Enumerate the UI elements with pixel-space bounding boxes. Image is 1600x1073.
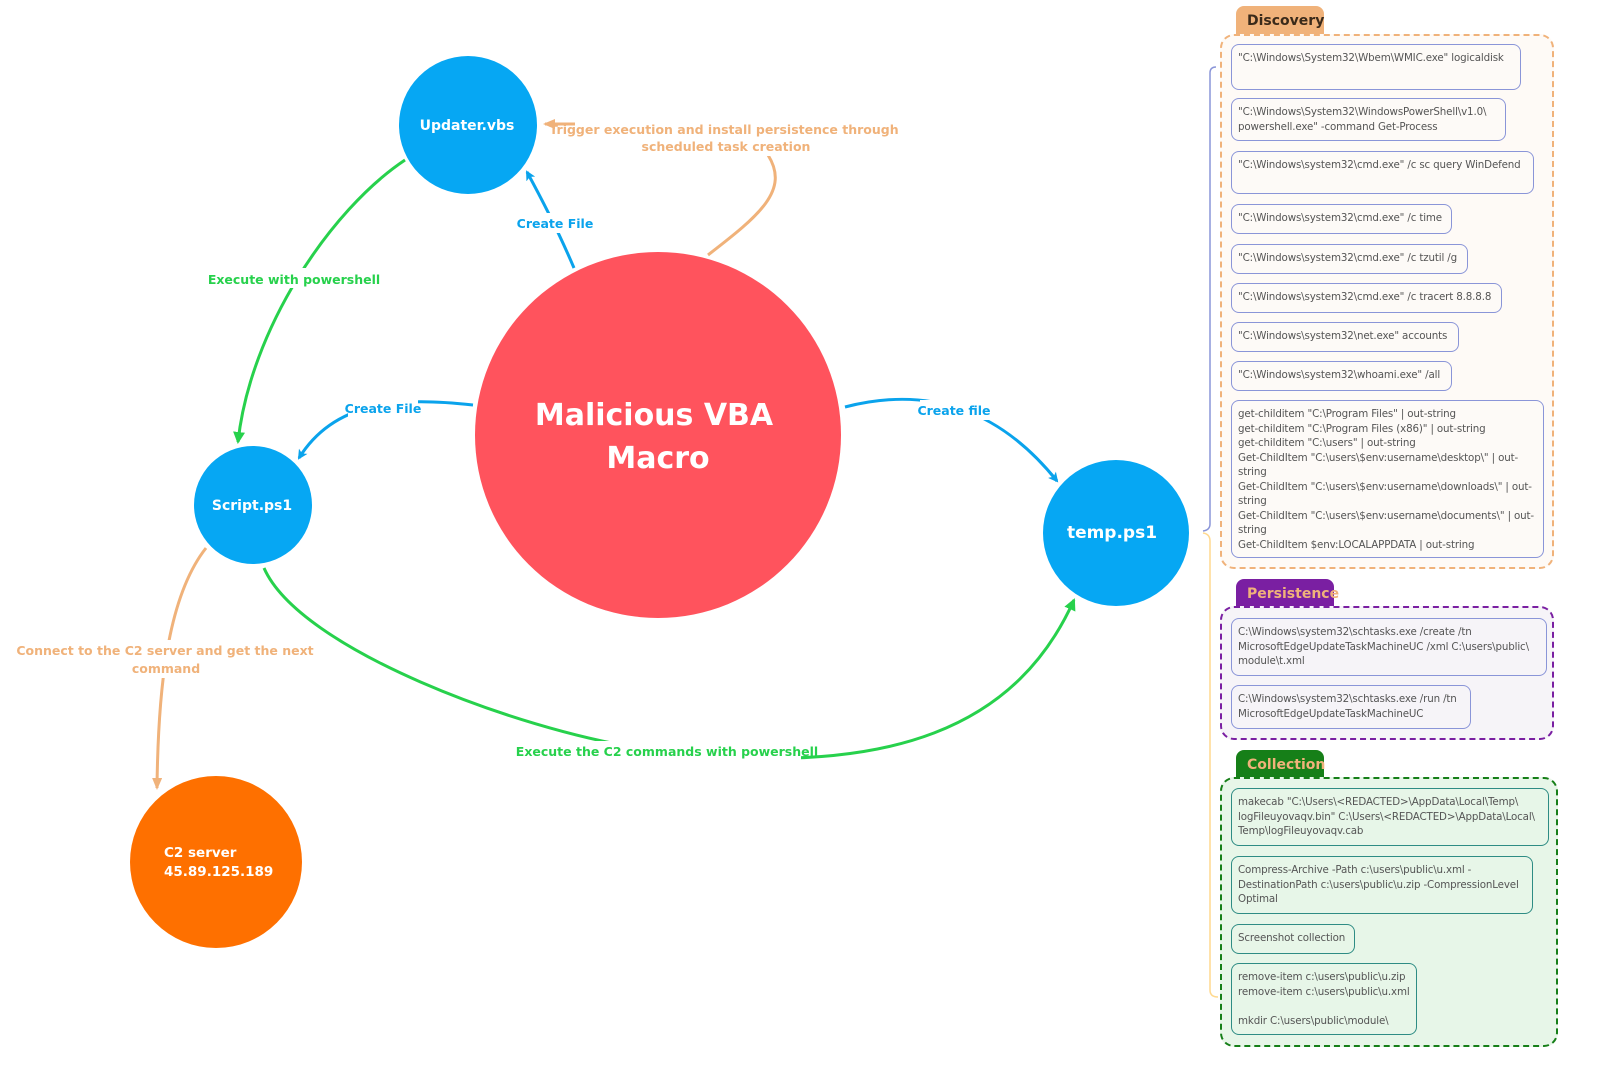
edge-label-connect-c2-line1: Connect to the C2 server and get the nex…	[16, 643, 313, 658]
edge-label-execute-with-powershell: Execute with powershell	[208, 272, 380, 287]
bracket-yellow	[1202, 532, 1219, 998]
discovery-item: "C:\Windows\system32\cmd.exe" /c tzutil …	[1231, 244, 1468, 274]
bracket-blue	[1202, 66, 1217, 532]
discovery-item: "C:\Windows\system32\cmd.exe" /c sc quer…	[1231, 151, 1534, 194]
edge-label-trigger-line1: Trigger execution and install persistenc…	[549, 122, 898, 137]
edge-label-connect-c2-line2: command	[132, 661, 200, 676]
tab-persistence[interactable]: Persistence	[1236, 579, 1339, 609]
node-temp-ps1-label: temp.ps1	[1067, 523, 1157, 543]
discovery-item: "C:\Windows\system32\cmd.exe" /c tracert…	[1231, 283, 1502, 313]
node-c2-server-label-line2: 45.89.125.189	[164, 864, 273, 880]
collection-item: makecab "C:\Users\<REDACTED>\AppData\Loc…	[1231, 788, 1549, 846]
edge-label-create-file-updater: Create File	[517, 216, 594, 231]
edge-label-create-file-script: Create File	[345, 401, 422, 416]
discovery-item: "C:\Windows\system32\whoami.exe" /all	[1231, 361, 1452, 391]
edge-label-trigger-line2: scheduled task creation	[642, 139, 811, 154]
edge-label-execute-c2-commands: Execute the C2 commands with powershell	[516, 744, 818, 759]
node-c2-server[interactable]	[130, 776, 302, 948]
node-script-ps1[interactable]	[194, 446, 312, 564]
discovery-item: "C:\Windows\system32\net.exe" accounts	[1231, 322, 1459, 352]
persistence-item: C:\Windows\system32\schtasks.exe /run /t…	[1231, 685, 1471, 729]
node-macro-label-line2: Macro	[606, 441, 709, 476]
tab-discovery[interactable]: Discovery	[1236, 6, 1324, 36]
edge-label-create-file-temp: Create file	[917, 403, 990, 418]
persistence-item: C:\Windows\system32\schtasks.exe /create…	[1231, 618, 1547, 676]
node-temp-ps1[interactable]	[1043, 460, 1189, 606]
node-updater-vbs-label: Updater.vbs	[420, 118, 515, 134]
discovery-item: "C:\Windows\system32\cmd.exe" /c time	[1231, 204, 1452, 234]
node-macro-label-line1: Malicious VBA	[535, 398, 774, 433]
tab-collection[interactable]: Collection	[1236, 750, 1325, 780]
collection-item: Compress-Archive -Path c:\users\public\u…	[1231, 856, 1533, 914]
discovery-item: get-childitem "C:\Program Files" | out-s…	[1231, 400, 1544, 558]
collection-item: Screenshot collection	[1231, 924, 1355, 954]
node-c2-server-label-line1: C2 server	[164, 845, 237, 861]
discovery-item: "C:\Windows\System32\WindowsPowerShell\v…	[1231, 98, 1506, 141]
discovery-item: "C:\Windows\System32\Wbem\WMIC.exe" logi…	[1231, 44, 1521, 90]
node-macro[interactable]	[475, 252, 841, 618]
node-updater-vbs[interactable]	[399, 56, 537, 194]
node-script-ps1-label: Script.ps1	[212, 498, 292, 514]
collection-item: remove-item c:\users\public\u.zip remove…	[1231, 963, 1417, 1035]
edge-trigger-persistence	[707, 154, 777, 257]
